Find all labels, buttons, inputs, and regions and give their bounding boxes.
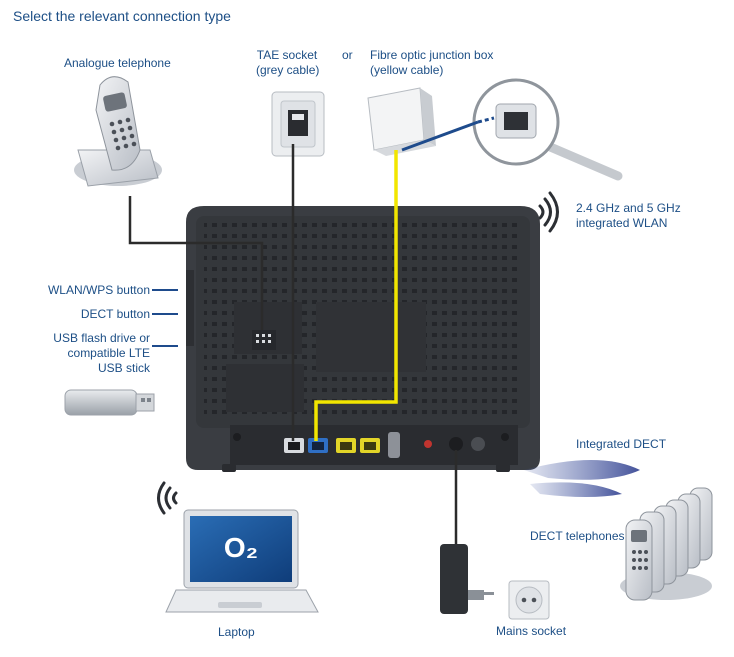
mains-socket-label: Mains socket <box>496 624 567 638</box>
wlan-label-line2: integrated WLAN <box>576 216 668 230</box>
dect-signal-icon <box>524 460 640 497</box>
magnifier-fibre-port-icon <box>401 78 623 181</box>
tae-socket-label: TAE socket (grey cable) <box>256 48 320 78</box>
analogue-telephone-label: Analogue telephone <box>64 56 171 70</box>
laptop-logo: O₂ <box>224 532 258 563</box>
usb-label-line2: compatible LTE <box>67 346 150 360</box>
usb-label-line1: USB flash drive or <box>53 331 150 345</box>
page-title: Select the relevant connection type <box>13 8 231 24</box>
fibre-box-label: Fibre optic junction box (yellow cable) <box>370 48 493 78</box>
power-adapter-icon <box>440 544 494 614</box>
router-phone-plug <box>252 330 276 350</box>
laptop-icon <box>157 481 319 613</box>
wlan-signal-icon <box>538 191 559 233</box>
dect-telephones-label: DECT telephones <box>530 529 625 543</box>
fibre-box-label-line1: Fibre optic junction box <box>370 48 494 62</box>
tae-socket-label-line2: (grey cable) <box>256 63 320 77</box>
tae-socket-label-line1: TAE socket <box>256 48 318 62</box>
usb-label-line3: USB stick <box>97 361 150 375</box>
tae-socket-icon <box>271 91 325 157</box>
mains-socket-icon <box>508 580 550 620</box>
dect-telephones-icon <box>620 487 713 601</box>
analogue-telephone-icon <box>74 76 162 187</box>
router-device <box>152 206 540 472</box>
fibre-junction-box-icon <box>367 87 436 156</box>
wlan-wps-button-label: WLAN/WPS button <box>47 283 150 297</box>
usb-label: USB flash drive or compatible LTE USB st… <box>20 331 150 376</box>
or-label: or <box>342 48 353 62</box>
dect-button-label: DECT button <box>80 307 150 321</box>
laptop-label: Laptop <box>218 625 255 639</box>
wlan-label-line1: 2.4 GHz and 5 GHz <box>576 201 681 215</box>
fibre-box-label-line2: (yellow cable) <box>370 63 444 77</box>
integrated-dect-label: Integrated DECT <box>576 437 667 451</box>
usb-stick-icon <box>64 389 155 416</box>
cables <box>128 144 458 544</box>
wlan-label: 2.4 GHz and 5 GHz integrated WLAN <box>576 201 681 231</box>
